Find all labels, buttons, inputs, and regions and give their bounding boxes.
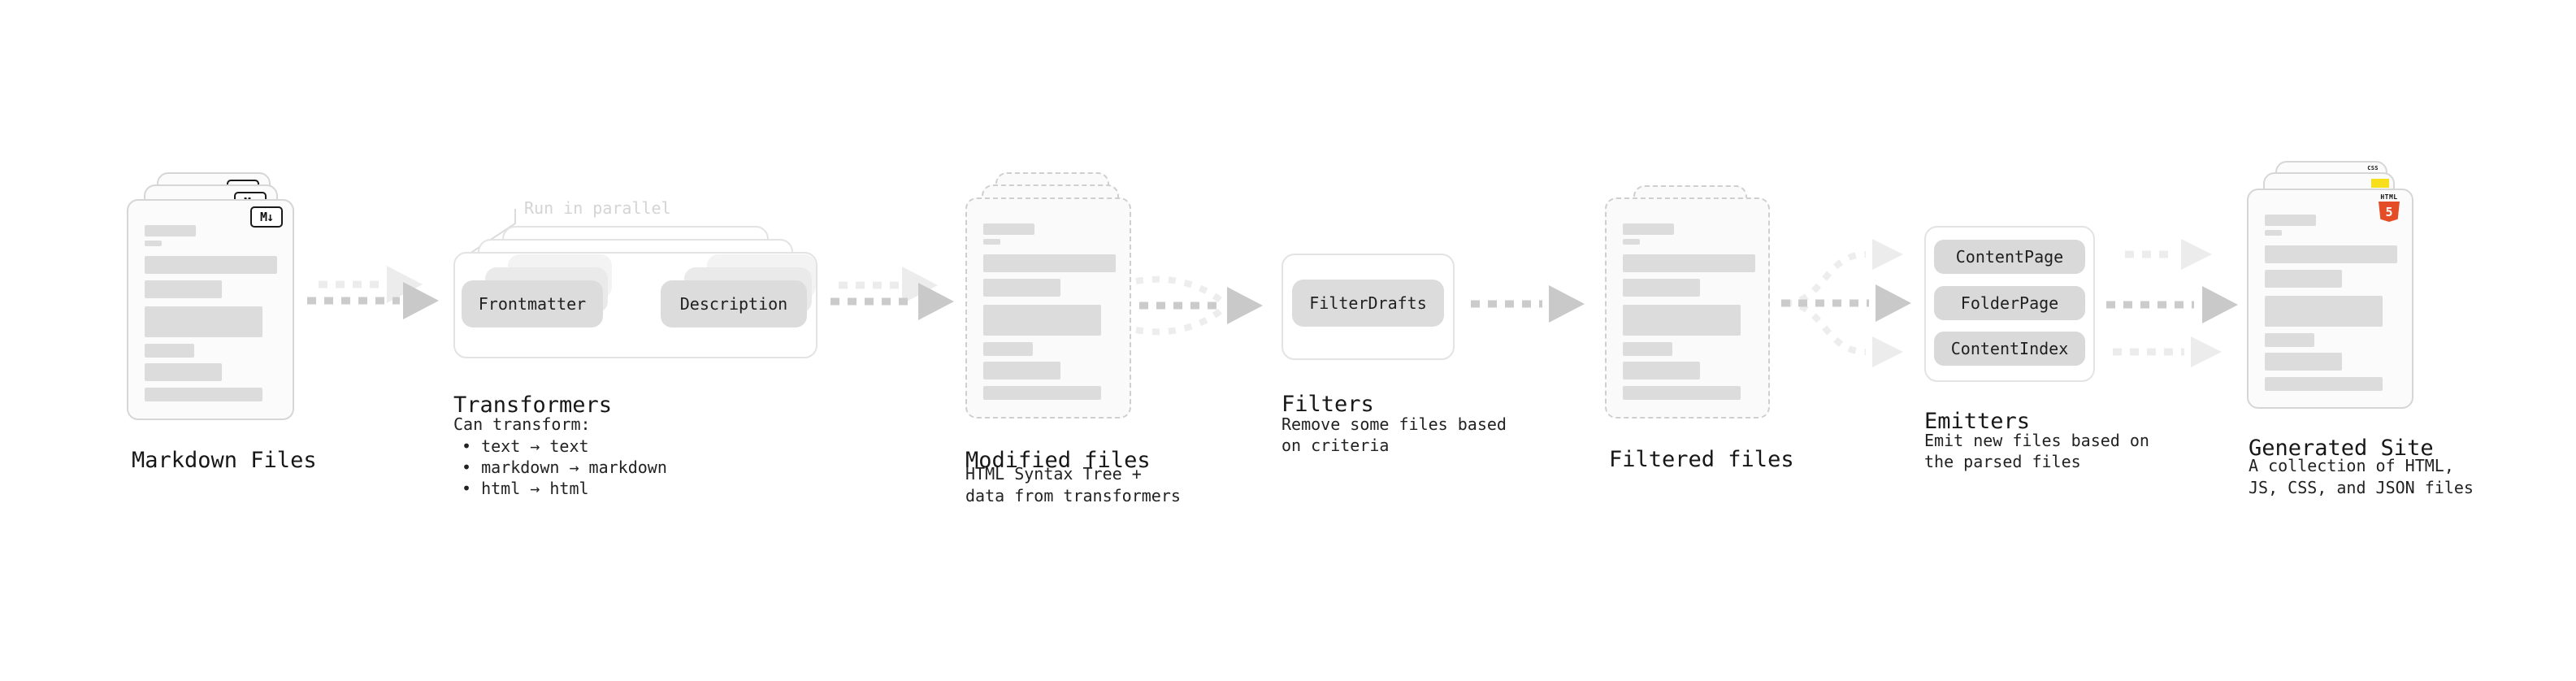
caption-heading: Can transform:: [453, 414, 591, 434]
bullet-item: • html → html: [462, 479, 589, 498]
arrow-filtered-to-emitters: [1781, 239, 1911, 367]
stage-emitters: ContentPage FolderPage ContentIndex Emit…: [1924, 226, 2149, 494]
text-placeholder-bars: [1607, 223, 1768, 400]
stage-title: Filtered files: [1609, 447, 1794, 473]
bullet-item: • markdown → markdown: [462, 458, 667, 477]
caption-line: Remove some files based: [1281, 414, 1507, 434]
bullet-item: • text → text: [462, 436, 589, 456]
stage-caption: Remove some files based on criteria: [1281, 414, 1507, 456]
document-card: HTML 5: [2247, 189, 2413, 409]
stage-title: Filters: [1281, 392, 1374, 418]
html5-icon-shield: 5: [2379, 202, 2400, 222]
stage-markdown-files: M↓ M↓ M↓ Markdown Files: [127, 159, 354, 509]
arrow-modified-to-filters: [1135, 275, 1263, 336]
caption-line: the parsed files: [1924, 452, 2081, 471]
stage-caption: Can transform: • text → text • markdown …: [453, 414, 667, 499]
caption-line: on criteria: [1281, 436, 1390, 455]
stage-title: Transformers: [453, 393, 613, 419]
arrow-markdown-to-transformers: [307, 266, 439, 319]
caption-line: HTML Syntax Tree +: [965, 464, 1142, 484]
text-placeholder-bars: [967, 223, 1130, 400]
parallel-note: Run in parallel: [524, 198, 671, 218]
stage-caption: Emit new files based on the parsed files: [1924, 430, 2149, 472]
folderpage-pill: FolderPage: [1934, 286, 2085, 320]
css-icon-label: CSS: [2367, 165, 2379, 171]
arrow-filters-to-filtered: [1471, 285, 1585, 323]
caption-line: Emit new files based on: [1924, 431, 2149, 450]
caption-line: A collection of HTML,: [2249, 456, 2454, 475]
arrow-transformers-to-modified: [830, 267, 954, 320]
stage-modified-files: Modified files HTML Syntax Tree + data f…: [965, 159, 1193, 509]
description-pill: Description: [661, 280, 807, 327]
text-placeholder-bars: [2249, 215, 2412, 391]
stage-generated-site: CSS HTML 5 Generated Site A collection o…: [2247, 149, 2491, 506]
html5-icon: HTML 5: [2378, 194, 2400, 222]
document-card: M↓: [127, 199, 294, 420]
markdown-icon: M↓: [250, 206, 283, 228]
caption-line: data from transformers: [965, 486, 1181, 505]
caption-line: JS, CSS, and JSON files: [2249, 478, 2474, 497]
stage-title: Emitters: [1924, 409, 2031, 435]
html5-icon-label: HTML: [2380, 193, 2398, 201]
transform-bullet-list: • text → text • markdown → markdown • ht…: [453, 436, 667, 499]
contentindex-pill: ContentIndex: [1934, 332, 2085, 366]
arrow-emitters-to-site: [2106, 239, 2238, 367]
stage-title: Modified files: [965, 448, 1151, 474]
contentpage-pill: ContentPage: [1934, 240, 2085, 274]
frontmatter-pill: Frontmatter: [462, 280, 603, 327]
stage-caption: A collection of HTML, JS, CSS, and JSON …: [2249, 455, 2474, 499]
document-card-dashed: [965, 197, 1131, 419]
stage-caption: HTML Syntax Tree + data from transformer…: [965, 463, 1181, 507]
document-card-dashed: [1605, 197, 1770, 419]
stage-filtered-files: Filtered files: [1605, 159, 1832, 509]
filterdrafts-pill: FilterDrafts: [1292, 280, 1444, 327]
javascript-icon: [2371, 179, 2389, 188]
stage-filters: FilterDrafts Filters Remove some files b…: [1281, 254, 1507, 497]
stage-title: Generated Site: [2249, 436, 2434, 462]
stage-transformers: Run in parallel Frontmatter Description …: [453, 198, 835, 510]
stage-title: Markdown Files: [132, 448, 317, 474]
text-placeholder-bars: [128, 225, 293, 401]
